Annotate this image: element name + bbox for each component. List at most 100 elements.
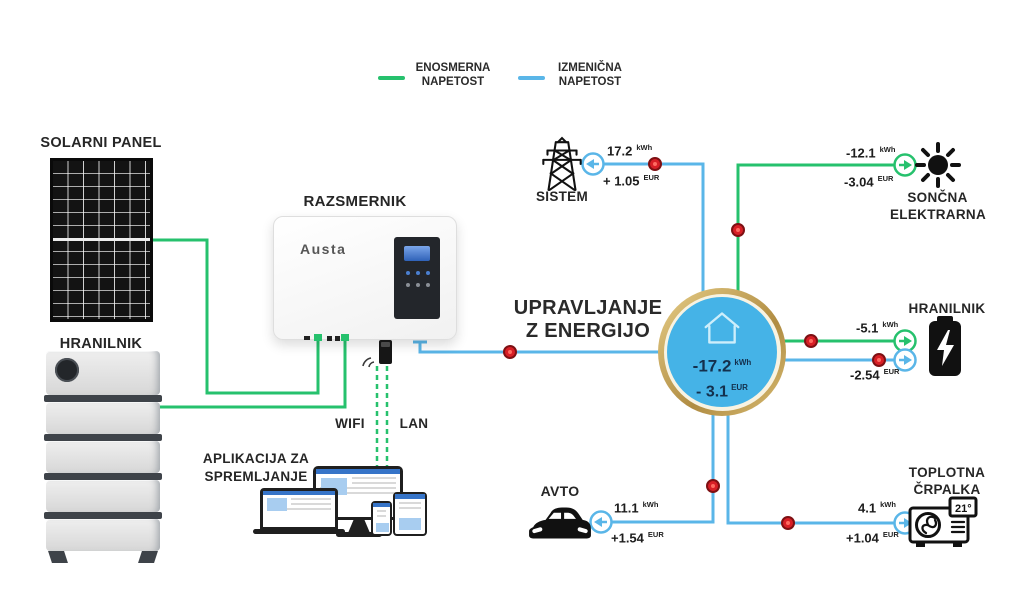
inverter-port	[327, 336, 332, 341]
sensor-dot	[804, 334, 818, 348]
app-header-bar	[316, 469, 400, 474]
heatpump-label-line1: TOPLOTNA	[908, 465, 986, 480]
sun-icon	[915, 142, 961, 188]
wifi-lan-dashed-lines	[375, 366, 389, 477]
wifi-waves-icon	[362, 357, 375, 368]
legend-dc-line1: ENOSMERNA	[415, 62, 491, 74]
hub-title: UPRAVLJANJE Z ENERGIJO	[512, 297, 664, 343]
battery-tower-image	[44, 351, 162, 563]
hub-title-line1: UPRAVLJANJE	[513, 297, 663, 319]
inverter-port	[304, 336, 310, 340]
inverter-port-dc	[314, 334, 322, 341]
app-chart-thumbnail	[399, 518, 421, 530]
legend-ac-label: IZMENIČNA NAPETOST	[548, 61, 632, 89]
solar-panel-image	[50, 158, 153, 322]
legend-dc-swatch	[378, 76, 405, 80]
battery-module	[46, 402, 160, 434]
solar-plant-node-label: SONČNA ELEKTRARNA	[890, 189, 986, 223]
legend-dc-line2: NAPETOST	[421, 76, 485, 88]
laptop-base	[253, 529, 345, 534]
sensor-dot	[503, 345, 517, 359]
wifi-dongle-cap	[381, 342, 390, 347]
battery-foot-left	[48, 551, 68, 563]
ac-lines	[413, 162, 897, 525]
inverter-brand: Austa	[300, 241, 347, 257]
monitoring-app-label: APLIKACIJA ZA SPREMLJANJE	[192, 450, 320, 486]
legend-ac-swatch	[518, 76, 545, 80]
sensor-dot	[781, 516, 795, 530]
monitor-stand	[348, 520, 370, 533]
battery-separator	[44, 512, 162, 519]
battery-module	[46, 480, 160, 512]
app-text-line	[291, 503, 331, 505]
inverter-label: RAZSMERNIK	[303, 193, 407, 210]
app-header-bar	[263, 491, 335, 495]
inverter-control-panel	[394, 237, 440, 319]
battery-module	[46, 519, 160, 551]
hub-title-line2: Z ENERGIJO	[525, 320, 651, 342]
app-text-line	[352, 482, 396, 484]
app-header-bar	[395, 494, 425, 499]
laptop-screen	[260, 488, 338, 530]
inverter-button	[416, 283, 420, 287]
battery-separator	[44, 395, 162, 402]
inverter-button	[426, 271, 430, 275]
flow-arrow-markers	[581, 152, 917, 535]
app-header-bar	[373, 503, 390, 507]
sensor-dot	[706, 479, 720, 493]
battery-feet	[46, 551, 160, 563]
heatpump-label-line2: ČRPALKA	[913, 482, 981, 497]
solar-plant-label-line2: ELEKTRARNA	[890, 207, 986, 222]
inverter-port-dc	[341, 334, 349, 341]
app-text-line	[377, 510, 386, 512]
inverter-button	[406, 283, 410, 287]
car-icon	[529, 507, 591, 539]
home-battery-label: HRANILNIK	[59, 336, 143, 352]
inverter-button	[406, 271, 410, 275]
app-text-line	[291, 498, 331, 500]
solar-plant-label-line1: SONČNA	[907, 190, 968, 205]
sensor-dot	[731, 223, 745, 237]
app-text-line	[320, 487, 396, 489]
ac-line-inverter-to-hub	[418, 342, 680, 354]
wifi-label: WIFI	[335, 416, 365, 431]
ac-line-hub-to-heatpump	[726, 398, 897, 525]
power-grid-icon	[542, 136, 582, 191]
arrow-to-grid	[581, 152, 605, 176]
ac-line-hub-to-car	[610, 398, 715, 524]
monitor-base	[336, 532, 382, 537]
inverter-image: Austa	[273, 216, 457, 340]
dc-line-solar-to-inverter	[150, 238, 320, 395]
heat-pump-icon: 21°	[908, 496, 978, 547]
heatpump-node-label: TOPLOTNA ČRPALKA	[905, 464, 989, 498]
wifi-dongle	[379, 340, 392, 364]
heatpump-display-temp: 21°	[955, 503, 972, 515]
arrow-to-car	[589, 510, 613, 534]
legend-ac-line1: IZMENIČNA	[558, 62, 622, 74]
solar-panel-midline	[53, 238, 150, 241]
lan-label: LAN	[399, 416, 429, 431]
ac-line-hub-to-grid	[604, 162, 705, 310]
legend-ac-line2: NAPETOST	[558, 76, 622, 88]
dc-line-battery-to-inverter	[156, 332, 347, 409]
inverter-display	[404, 246, 430, 261]
solar-panel-label: SOLARNI PANEL	[40, 135, 162, 151]
house-icon	[704, 312, 740, 344]
battery-icon	[929, 316, 961, 376]
inverter-port	[335, 336, 340, 341]
arrow-to-battery-ac	[893, 348, 917, 372]
app-chart-thumbnail	[376, 523, 389, 532]
monitoring-app-label-line2: SPREMLJANJE	[204, 469, 308, 484]
